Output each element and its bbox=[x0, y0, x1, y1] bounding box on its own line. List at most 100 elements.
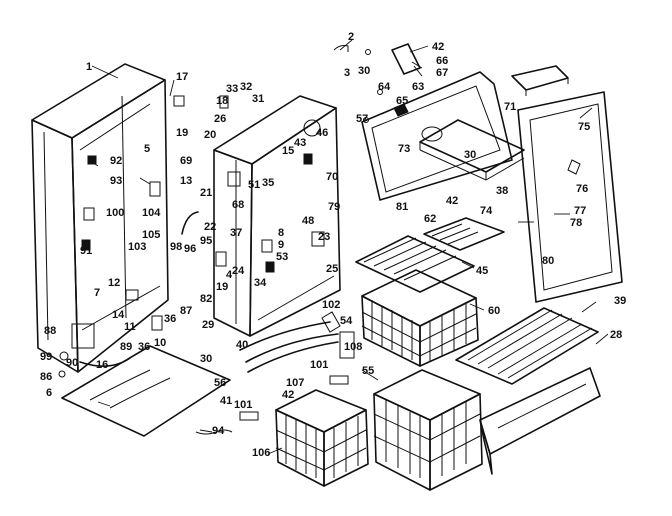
callout-label: 18 bbox=[216, 95, 228, 107]
callout-label: 36 bbox=[138, 341, 150, 353]
callout-label: 20 bbox=[204, 129, 216, 141]
callout-label: 8 bbox=[278, 227, 284, 239]
callout-label: 17 bbox=[176, 71, 188, 83]
callout-label: 105 bbox=[142, 229, 160, 241]
callout-label: 79 bbox=[328, 201, 340, 213]
callout-label: 33 bbox=[226, 83, 238, 95]
shelf-part bbox=[423, 217, 505, 251]
callout-label: 19 bbox=[216, 281, 228, 293]
base-pan-part bbox=[61, 345, 231, 437]
callout-label: 80 bbox=[542, 255, 554, 267]
callout-label: 10 bbox=[154, 337, 166, 349]
wire-basket-60 bbox=[361, 269, 479, 367]
bracket-part bbox=[511, 65, 569, 96]
callout-label: 67 bbox=[436, 67, 448, 79]
fan-assembly-part bbox=[333, 43, 423, 77]
callout-label: 41 bbox=[220, 395, 232, 407]
callout-label: 60 bbox=[488, 305, 500, 317]
callout-label: 90 bbox=[66, 357, 78, 369]
callout-label: 103 bbox=[128, 241, 146, 253]
callout-label: 55 bbox=[362, 365, 374, 377]
callout-label: 56 bbox=[214, 377, 226, 389]
drawer-front-part bbox=[479, 367, 601, 475]
callout-label: 31 bbox=[252, 93, 264, 105]
callout-label: 14 bbox=[112, 309, 125, 321]
leader-lines bbox=[91, 39, 609, 455]
callout-label: 4 bbox=[226, 269, 233, 281]
callout-label: 3 bbox=[344, 67, 350, 79]
callout-label: 87 bbox=[180, 305, 192, 317]
callout-label: 108 bbox=[344, 341, 362, 353]
callout-label: 28 bbox=[610, 329, 622, 341]
wire-basket-45 bbox=[355, 235, 475, 293]
callout-label: 30 bbox=[358, 65, 370, 77]
callout-label: 42 bbox=[432, 41, 444, 53]
drain-tube-part bbox=[239, 321, 339, 373]
back-wall-panel-part bbox=[361, 71, 513, 201]
callout-label: 104 bbox=[142, 207, 161, 219]
callout-label: 62 bbox=[424, 213, 436, 225]
wire-basket-55 bbox=[373, 369, 483, 491]
callout-label: 24 bbox=[232, 265, 245, 277]
callout-label: 19 bbox=[176, 127, 188, 139]
callout-label: 94 bbox=[212, 425, 225, 437]
callout-label: 92 bbox=[110, 155, 122, 167]
callout-label: 39 bbox=[614, 295, 626, 307]
callout-label: 98 bbox=[170, 241, 182, 253]
wire-basket-106 bbox=[275, 389, 369, 487]
callout-label: 91 bbox=[80, 245, 92, 257]
callout-label: 23 bbox=[318, 231, 330, 243]
callout-label: 45 bbox=[476, 265, 488, 277]
callout-label: 95 bbox=[200, 235, 212, 247]
rack-part bbox=[455, 307, 599, 385]
callout-label: 11 bbox=[124, 321, 136, 333]
evaporator-tray-part bbox=[419, 119, 525, 181]
callout-label: 37 bbox=[230, 227, 242, 239]
door-gasket-frame-part bbox=[517, 91, 623, 303]
callout-label: 81 bbox=[396, 201, 408, 213]
callout-label: 88 bbox=[44, 325, 56, 337]
callout-label: 86 bbox=[40, 371, 52, 383]
callout-label: 5 bbox=[144, 143, 150, 155]
callout-label: 77 bbox=[574, 205, 586, 217]
callout-label: 35 bbox=[262, 177, 274, 189]
callout-label: 68 bbox=[232, 199, 244, 211]
callout-label: 82 bbox=[200, 293, 212, 305]
callout-label: 40 bbox=[236, 339, 248, 351]
callout-label: 42 bbox=[282, 389, 294, 401]
callout-label: 64 bbox=[378, 81, 391, 93]
callout-numbers: 1 2 3 30 42 66 63 67 64 65 71 17 18 33 3… bbox=[40, 31, 626, 459]
callout-label: 102 bbox=[322, 299, 340, 311]
callout-label: 78 bbox=[570, 217, 582, 229]
callout-label: 73 bbox=[398, 143, 410, 155]
callout-label: 96 bbox=[184, 243, 196, 255]
callout-label: 65 bbox=[396, 95, 408, 107]
callout-label: 69 bbox=[180, 155, 192, 167]
callout-label: 101 bbox=[234, 399, 252, 411]
tube-part bbox=[181, 211, 199, 235]
callout-label: 74 bbox=[480, 205, 493, 217]
inner-liner-part bbox=[213, 95, 341, 337]
callout-label: 34 bbox=[254, 277, 267, 289]
callout-label: 1 bbox=[86, 61, 92, 73]
callout-label: 63 bbox=[412, 81, 424, 93]
callout-label: 107 bbox=[286, 377, 304, 389]
callout-label: 12 bbox=[108, 277, 120, 289]
callout-label: 29 bbox=[202, 319, 214, 331]
outer-cabinet-part bbox=[31, 63, 169, 373]
callout-label: 57 bbox=[356, 113, 368, 125]
callout-label: 76 bbox=[576, 183, 588, 195]
callout-label: 75 bbox=[578, 121, 590, 133]
callout-label: 9 bbox=[278, 239, 284, 251]
hardware-parts bbox=[58, 49, 581, 435]
callout-label: 43 bbox=[294, 137, 306, 149]
callout-label: 46 bbox=[316, 127, 328, 139]
callout-label: 16 bbox=[96, 359, 108, 371]
callout-label: 26 bbox=[214, 113, 226, 125]
callout-label: 51 bbox=[248, 179, 260, 191]
callout-label: 70 bbox=[326, 171, 338, 183]
callout-label: 99 bbox=[40, 351, 52, 363]
callout-label: 101 bbox=[310, 359, 328, 371]
callout-label: 32 bbox=[240, 81, 252, 93]
callout-label: 71 bbox=[504, 101, 516, 113]
